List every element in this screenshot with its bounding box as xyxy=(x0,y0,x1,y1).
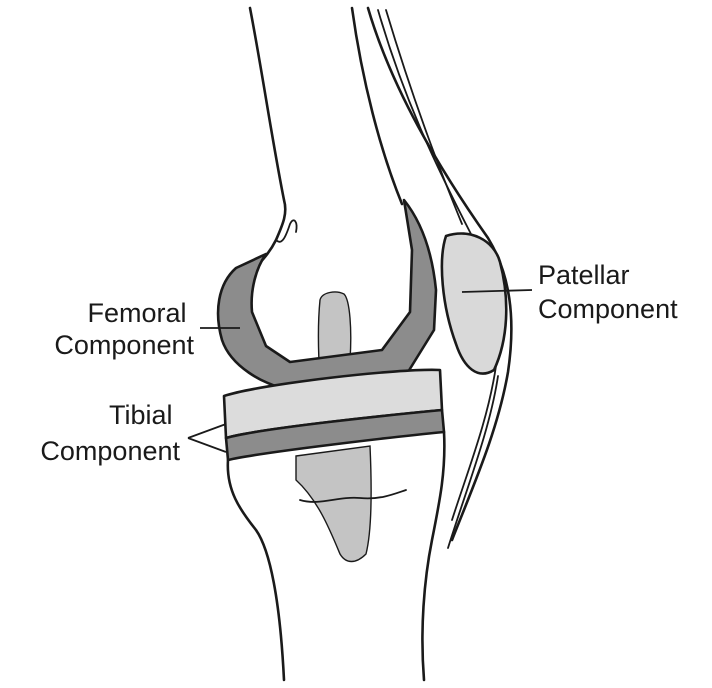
femur-bone xyxy=(250,8,402,272)
femur-posterior-outline xyxy=(250,8,285,272)
tibial-component-label: Tibial Component xyxy=(40,400,180,466)
patellar-label-line-2: Component xyxy=(538,294,678,324)
tibial-label-line-2: Component xyxy=(40,436,180,466)
patellar-component-label: Patellar Component xyxy=(538,260,678,324)
tibial-leader-lines xyxy=(188,424,226,452)
patellar-label-line-1: Patellar xyxy=(538,260,630,290)
tibia-anterior-outline xyxy=(422,432,444,680)
tibial-label-line-1: Tibial xyxy=(109,400,173,430)
tendon-inner-3 xyxy=(448,376,498,548)
femoral-label-line-2: Component xyxy=(54,330,194,360)
patellar-component xyxy=(442,234,506,374)
femoral-component-label: Femoral Component xyxy=(54,298,194,360)
tibial-stem-implant xyxy=(296,446,371,562)
tibia-posterior-outline xyxy=(228,460,284,680)
femoral-label-line-1: Femoral xyxy=(87,298,186,328)
